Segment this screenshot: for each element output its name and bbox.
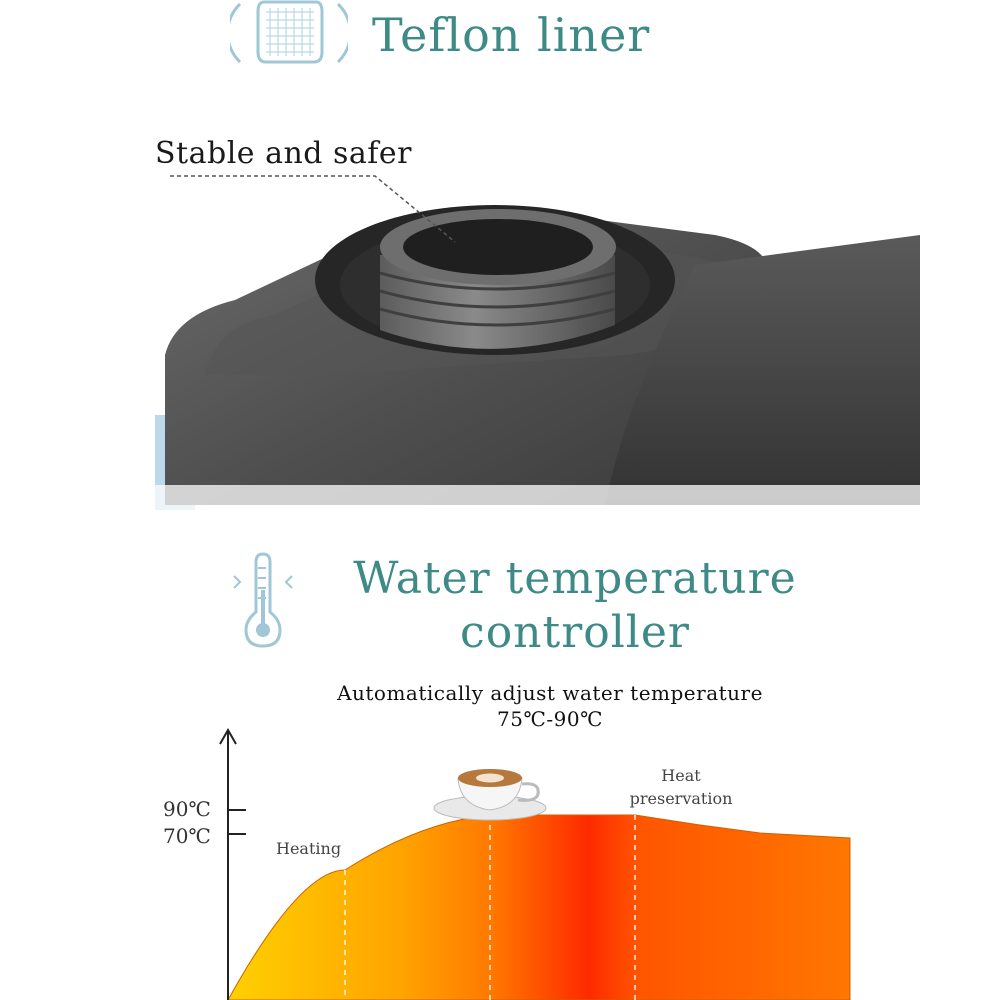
title-line-1: Water temperature [353,553,797,604]
phase-label-heat: Heat [661,766,701,785]
tick-label-70: 70℃ [163,824,211,848]
y-axis-arrow [219,727,237,745]
title-line-2: controller [460,607,690,658]
phase-label-heating: Heating [276,839,341,858]
tick-label-90: 90℃ [163,797,211,821]
callout-stable-safer: Stable and safer [155,136,413,171]
callout-leader-line [170,175,456,243]
phase-label-preservation: preservation [630,789,733,808]
thermometer-icon [233,552,293,648]
chart-subtitle: Automatically adjust water temperature 7… [250,680,850,732]
product-photo [155,205,925,510]
liner-icon [230,0,348,64]
subtitle-line-2: 75℃-90℃ [497,707,603,731]
temperature-chart: 90℃ 70℃ Heating Heat preservation [163,727,851,1000]
coffee-cup-icon [433,769,547,821]
section-title-teflon: Teflon liner [372,8,651,62]
section-title-temperature: Water temperature controller [305,552,845,660]
subtitle-line-1: Automatically adjust water temperature [337,681,763,705]
